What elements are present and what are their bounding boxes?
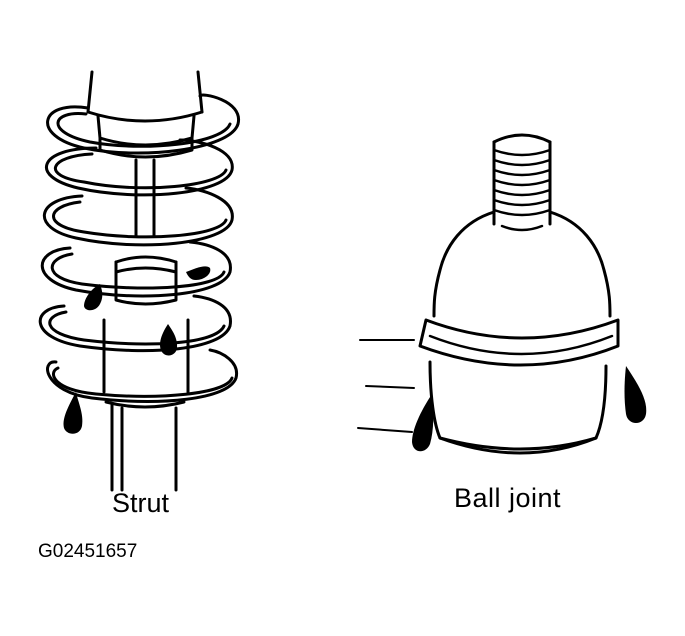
leak-indicator-line — [357, 427, 413, 433]
leak-drop — [412, 394, 434, 452]
strut-lower-tube — [110, 402, 178, 492]
leak-drop — [84, 284, 103, 311]
figure-code: G02451657 — [38, 541, 138, 562]
retaining-ring — [418, 318, 620, 367]
dust-boot — [432, 210, 496, 318]
leak-drop — [160, 324, 178, 356]
ball-joint-illustration — [357, 133, 620, 455]
strut-inner-cylinder — [102, 318, 190, 394]
strut-label: Strut — [112, 488, 170, 518]
leak-drop — [63, 392, 83, 434]
strut-upper-body — [86, 70, 204, 114]
strut-bump-stop — [114, 260, 178, 306]
ball-joint-label: Ball joint — [454, 483, 562, 513]
leak-drop — [186, 266, 211, 280]
ball-joint-leak-drops — [412, 366, 647, 452]
leak-indicator-line — [365, 385, 415, 389]
stud-threads — [492, 148, 552, 217]
strut-upper-collar — [86, 110, 204, 123]
strut-piston-rod — [134, 158, 156, 238]
leak-drop — [624, 366, 647, 423]
coil-spring — [38, 93, 240, 403]
strut-illustration — [38, 70, 240, 492]
strut-leak-drops — [63, 266, 211, 434]
ball-joint-housing — [428, 360, 608, 451]
